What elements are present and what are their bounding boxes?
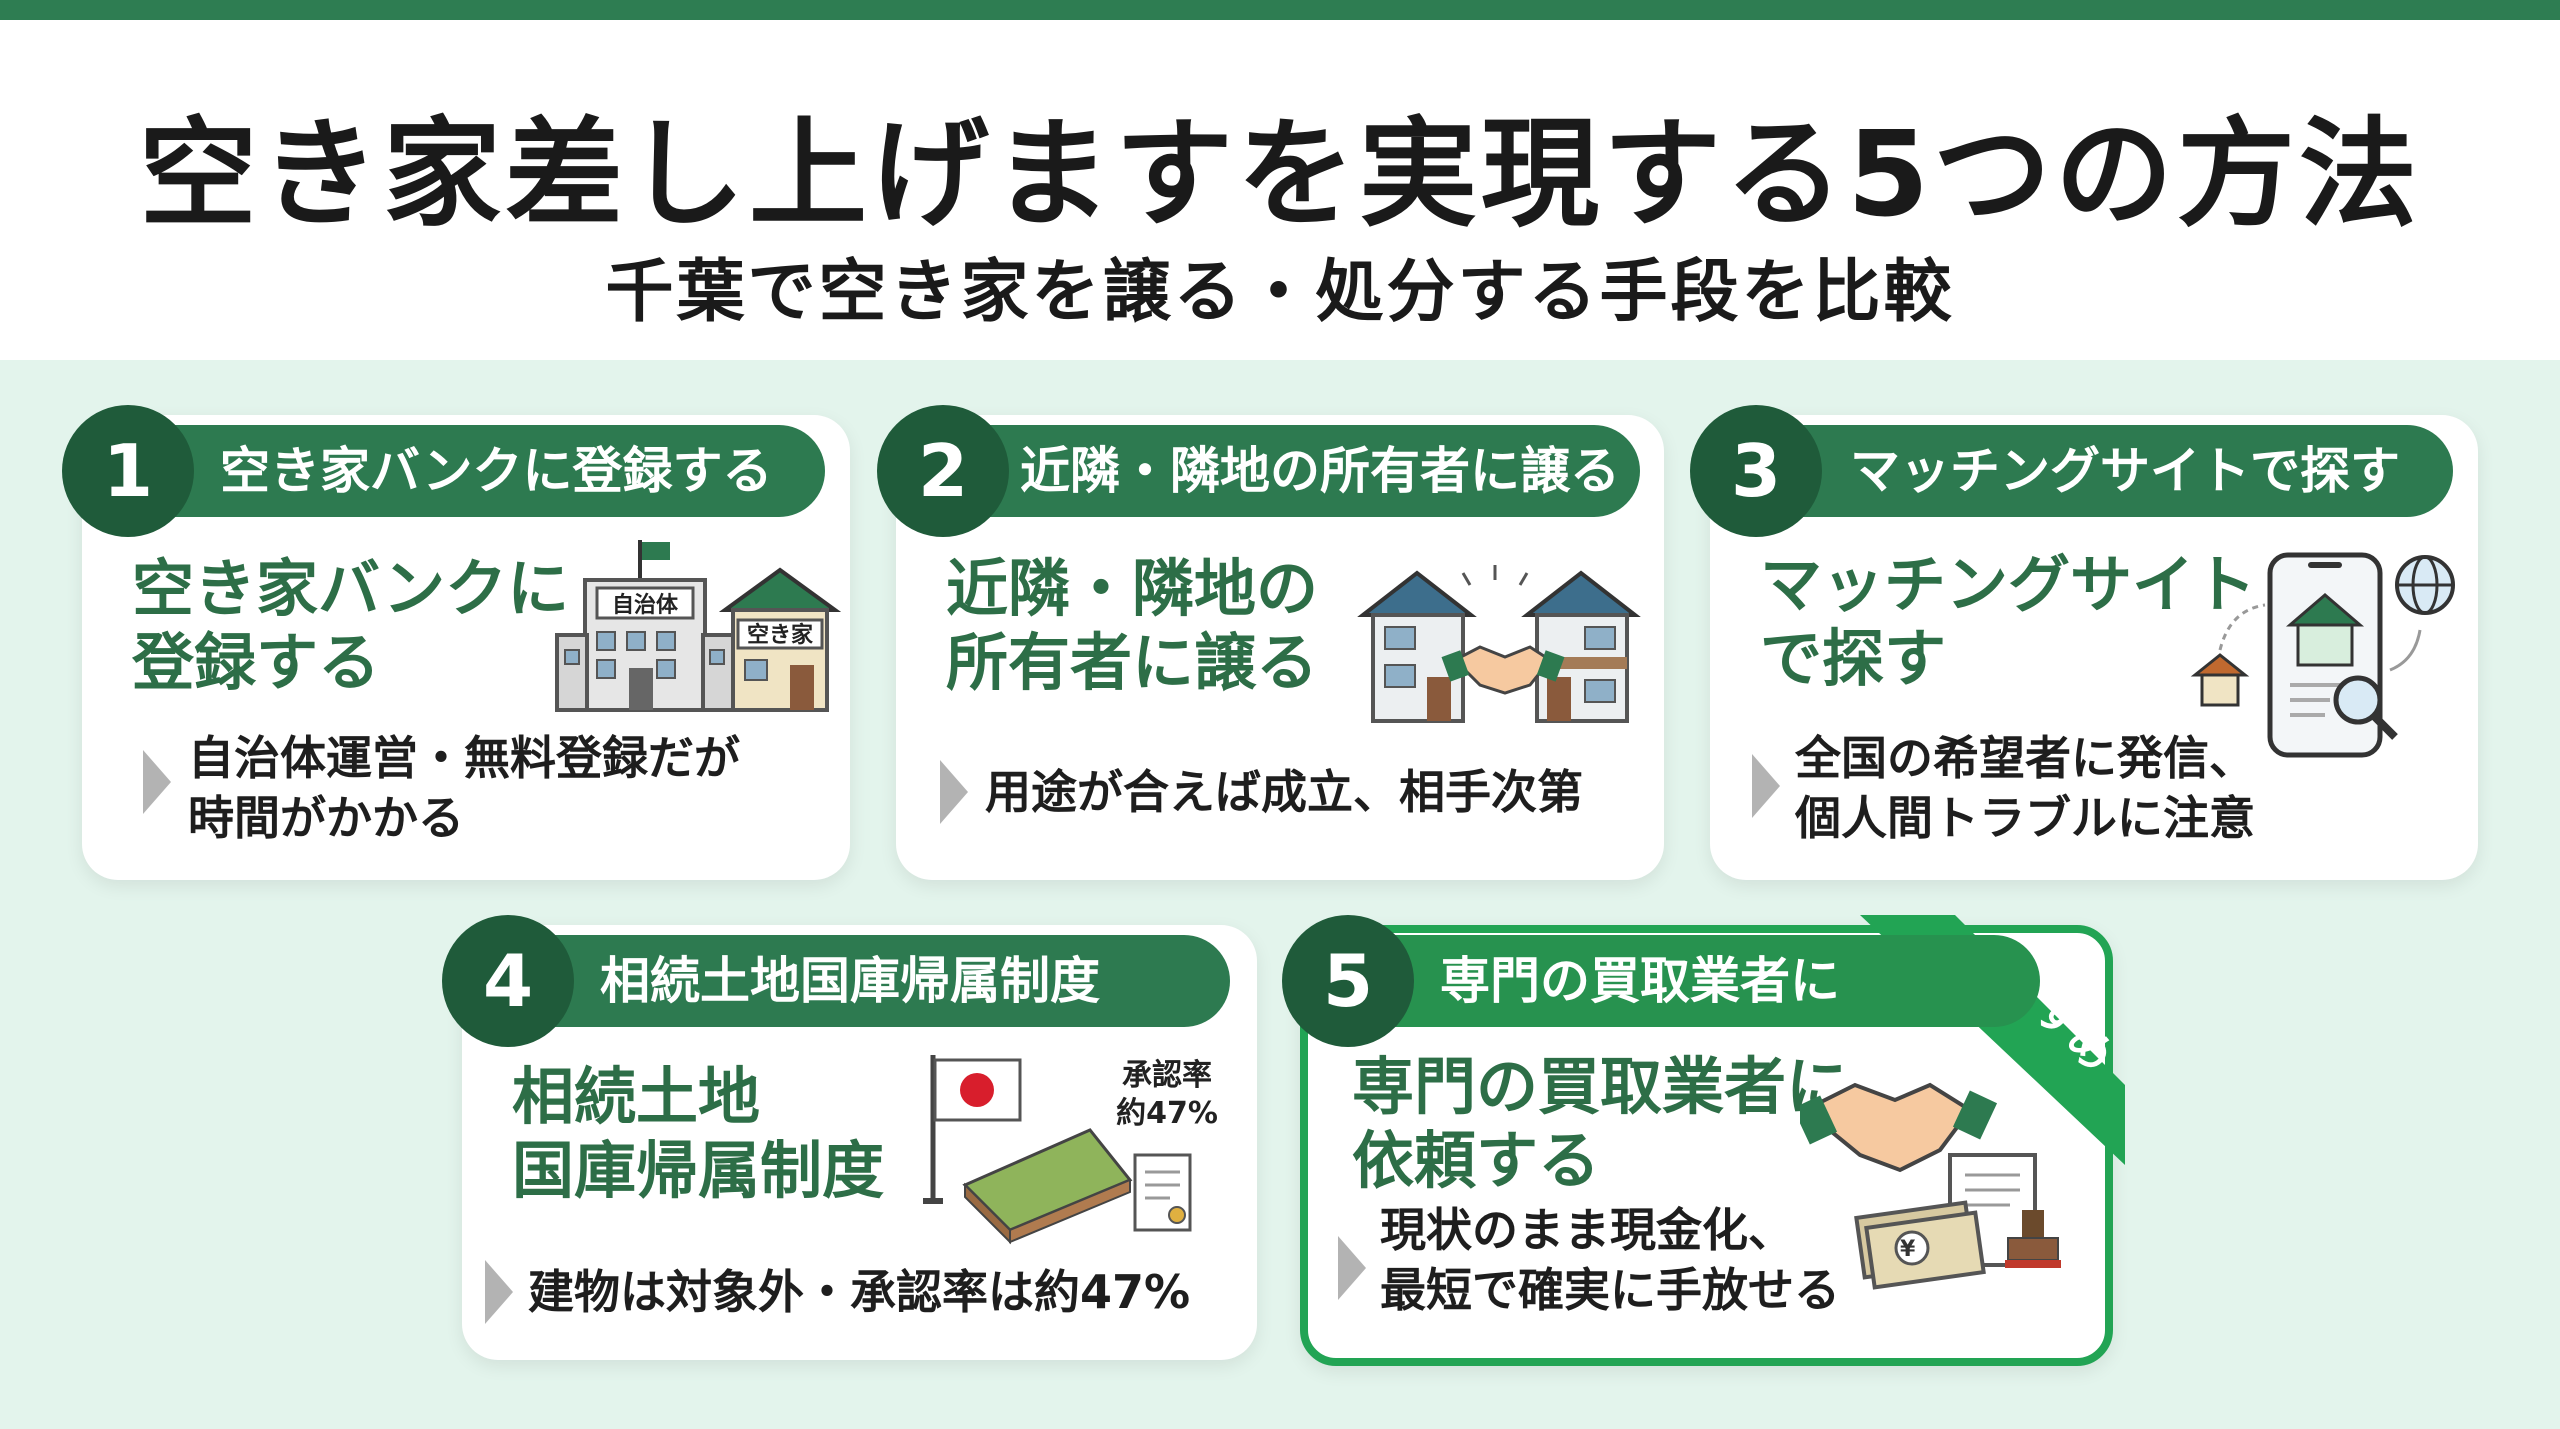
desc-line: 最短で確実に手放せる: [1380, 1263, 1840, 1317]
desc-line: 時間がかかる: [188, 791, 464, 845]
desc-line: 現状のまま現金化、: [1380, 1203, 1794, 1257]
desc-line: 全国の希望者に発信、: [1795, 731, 2255, 785]
desc-line: 用途が合えば成立、相手次第: [985, 765, 1583, 819]
method-title-line: 近隣・隣地の: [946, 552, 1319, 625]
method-description: 用途が合えば成立、相手次第: [985, 762, 1583, 822]
method-title-line: 専門の買取業者に: [1352, 1050, 1849, 1123]
method-number-badge: 1: [62, 405, 194, 537]
method-pill-label: 相続土地国庫帰属制度: [600, 952, 1100, 1010]
bullet-arrow: [1752, 754, 1780, 818]
method-description: 自治体運営・無料登録だが 時間がかかる: [188, 728, 740, 848]
illus-label: 承認率: [1122, 1058, 1212, 1093]
handshake-houses-icon: [1357, 565, 1641, 723]
method-title-line: マッチングサイト: [1760, 548, 2257, 621]
method-title-line: 依頼する: [1352, 1124, 1601, 1197]
method-number-badge: 2: [877, 405, 1009, 537]
desc-line: 建物は対象外・承認率は約47%: [528, 1265, 1191, 1319]
page-title: 空き家差し上げますを実現する5つの方法: [138, 105, 2422, 243]
method-pill-1: 空き家バンクに登録する: [70, 425, 825, 517]
yen-symbol: ¥: [1900, 1237, 1916, 1262]
method-number-badge: 5: [1282, 915, 1414, 1047]
method-description: 全国の希望者に発信、 個人間トラブルに注意: [1795, 728, 2255, 848]
method-pill-3: マッチングサイトで探す: [1698, 425, 2453, 517]
desc-line: 個人間トラブルに注意: [1795, 791, 2255, 845]
method-title-line: で探す: [1760, 622, 1947, 695]
bullet-arrow: [1338, 1236, 1366, 1300]
method-title: 相続土地 国庫帰属制度: [512, 1060, 884, 1208]
header: [0, 20, 2560, 360]
method-number-badge: 3: [1690, 405, 1822, 537]
smartphone-search-icon: [2190, 552, 2455, 758]
handshake-money-icon: ¥: [1800, 1082, 2061, 1290]
page-subtitle: 千葉で空き家を譲る・処分する手段を比較: [605, 253, 1955, 332]
method-description: 建物は対象外・承認率は約47%: [528, 1262, 1190, 1322]
method-title: 専門の買取業者に 依頼する: [1352, 1050, 1848, 1198]
illus-label: 自治体: [612, 592, 679, 618]
method-number-badge: 4: [442, 915, 574, 1047]
method-title: 近隣・隣地の 所有者に譲る: [946, 552, 1318, 700]
japan-flag-land-icon: 承認率 約47%: [923, 1055, 1218, 1245]
desc-line: 自治体運営・無料登録だが: [188, 731, 740, 785]
method-title: 空き家バンクに 登録する: [132, 552, 569, 700]
bullet-arrow: [940, 760, 968, 824]
top-accent-bar: [0, 0, 2560, 20]
method-pill-4: 相続土地国庫帰属制度: [450, 935, 1230, 1027]
bullet-arrow: [485, 1260, 513, 1324]
method-pill-2: 近隣・隣地の所有者に譲る: [885, 425, 1640, 517]
method-title-line: 登録する: [132, 626, 381, 699]
method-description: 現状のまま現金化、 最短で確実に手放せる: [1380, 1200, 1840, 1320]
method-title-line: 相続土地: [512, 1060, 761, 1133]
illus-label: 空き家: [747, 622, 814, 648]
method-pill-label: マッチングサイトで探す: [1850, 442, 2400, 500]
building-icon: 自治体 空き家: [555, 540, 842, 712]
method-title-line: 空き家バンクに: [132, 552, 570, 625]
method-title: マッチングサイト で探す: [1760, 548, 2256, 696]
method-pill-label: 空き家バンクに登録する: [220, 442, 773, 500]
method-pill-label: 近隣・隣地の所有者に譲る: [1020, 442, 1620, 500]
illus-label: 約47%: [1116, 1096, 1218, 1131]
method-title-line: 所有者に譲る: [946, 626, 1319, 699]
method-pill-5: 専門の買取業者に: [1290, 935, 2040, 1027]
bullet-arrow: [143, 750, 171, 814]
method-pill-label: 専門の買取業者に: [1440, 952, 1840, 1010]
method-title-line: 国庫帰属制度: [512, 1134, 885, 1207]
